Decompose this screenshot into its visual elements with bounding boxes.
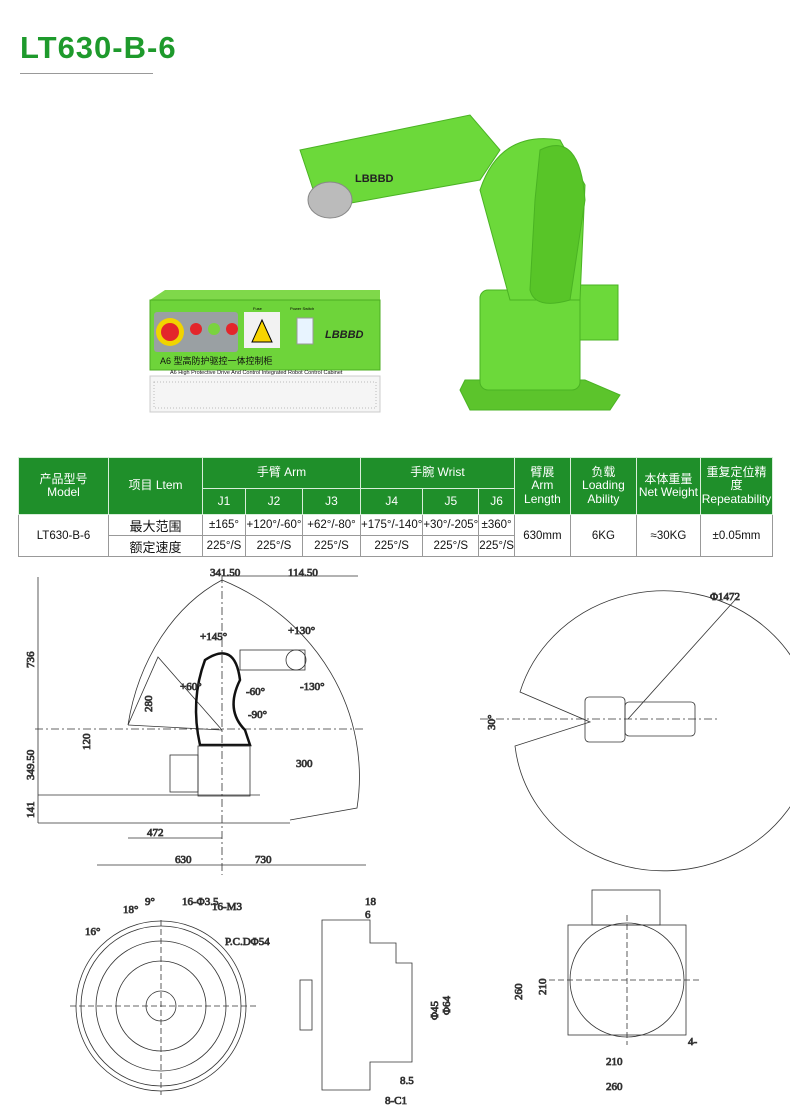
range-j2: +120°/-60° (245, 514, 303, 536)
dim-472: 472 (147, 827, 164, 839)
header-wrist: 手腕 Wrist (360, 457, 515, 489)
base-dim-210-v: 210 (537, 978, 549, 995)
flange-holes-1: 16-Φ3.5 (182, 896, 219, 908)
cabinet-title-cn: A6 型高防护驱控一体控制柜 (160, 355, 273, 366)
top-diameter: Φ1472 (710, 591, 740, 603)
header-j1: J1 (202, 488, 246, 515)
dim-341: 341.50 (210, 567, 241, 579)
base-dim-260-h: 260 (606, 1081, 623, 1093)
side-view-drawing: 341.50 114.50 736 280 120 349.50 141 300… (25, 567, 366, 875)
dim-630: 630 (175, 854, 192, 866)
speed-j6: 225°/S (478, 535, 515, 557)
repeatability-cell: ±0.05mm (699, 514, 774, 557)
header-j5: J5 (422, 488, 480, 515)
angle-neg60: -60° (246, 686, 265, 698)
dim-120: 120 (81, 733, 93, 750)
angle-neg130: -130° (300, 681, 325, 693)
top-view-drawing: Φ1472 30° (480, 590, 790, 872)
speed-j5: 225°/S (422, 535, 480, 557)
table-row: LT630-B-6 最大范围 ±165° +120°/-60° +62°/-80… (18, 514, 774, 557)
base-dim-260-v: 260 (513, 983, 525, 1000)
speed-j1: 225°/S (202, 535, 246, 557)
technical-drawings: 341.50 114.50 736 280 120 349.50 141 300… (25, 567, 790, 1107)
robot-arm: LBBBD (299, 114, 621, 411)
dim-736: 736 (25, 651, 37, 668)
cabinet-logo: LBBBD (325, 329, 364, 341)
range-j5: +30°/-205° (422, 514, 480, 536)
header-item: 项目 Ltem (108, 457, 203, 515)
flange-holes-2: 16-M3 (212, 901, 242, 913)
robot-logo: LBBBD (355, 173, 394, 185)
header-j3: J3 (302, 488, 361, 515)
section-c1: 8-C1 (385, 1095, 407, 1107)
range-j1: ±165° (202, 514, 246, 536)
base-holes: 4- (688, 1036, 698, 1048)
header-j2: J2 (245, 488, 303, 515)
section-d45: Φ45 (429, 1000, 441, 1020)
range-label: 最大范围 (108, 514, 203, 536)
dim-280: 280 (143, 695, 155, 712)
flange-section-drawing: 18 6 Φ45 Φ64 8.5 8-C1 (299, 896, 453, 1107)
angle-145: +145° (200, 631, 227, 643)
flange-front-drawing: 16° 18° 9° 16-Φ3.5 16-M3 P.C.DΦ54 (70, 896, 271, 1095)
dim-300: 300 (296, 758, 313, 770)
dim-349: 349.50 (25, 749, 37, 780)
angle-neg90: -90° (248, 709, 267, 721)
flange-angle-9: 9° (145, 896, 155, 908)
speed-j4: 225°/S (359, 535, 424, 557)
dim-141: 141 (25, 802, 37, 819)
weight-cell: ≈30KG (635, 514, 701, 557)
title-underline (20, 73, 153, 74)
top-angle: 30° (486, 715, 498, 730)
header-j6: J6 (478, 488, 515, 515)
flange-pcd: P.C.DΦ54 (225, 936, 270, 948)
product-photo: Fuse Power Switch LBBBD A6 型高防护驱控一体控制柜 A… (149, 114, 621, 413)
header-arm: 手臂 Arm (202, 457, 361, 489)
flange-angle-18: 18° (123, 904, 138, 916)
base-dim-210-h: 210 (606, 1056, 623, 1068)
section-8-5: 8.5 (400, 1075, 414, 1087)
table-row: 额定速度 225°/S 225°/S 225°/S 225°/S 225°/S … (19, 535, 773, 557)
range-j4: +175°/-140° (359, 514, 424, 536)
range-j3: +62°/-80° (302, 514, 361, 536)
model-cell: LT630-B-6 (18, 514, 109, 557)
dim-114: 114.50 (288, 567, 318, 579)
page-title: LT630-B-6 (20, 30, 177, 65)
cabinet-title-en: A6 High Protective Drive And Control Int… (170, 370, 343, 376)
section-d64: Φ64 (441, 995, 453, 1015)
speed-label: 额定速度 (108, 535, 203, 557)
control-cabinet: Fuse Power Switch LBBBD A6 型高防护驱控一体控制柜 A… (149, 290, 381, 413)
load-cell: 6KG (569, 514, 637, 557)
speed-j2: 225°/S (245, 535, 303, 557)
base-drawing: 260 210 210 260 4- (513, 889, 700, 1093)
section-6: 6 (365, 909, 371, 921)
angle-130: +130° (288, 625, 315, 637)
header-j4: J4 (359, 488, 424, 515)
arm-length-cell: 630mm (513, 514, 571, 557)
speed-j3: 225°/S (302, 535, 361, 557)
fuse-label: Fuse (253, 306, 263, 311)
range-j6: ±360° (478, 514, 515, 536)
flange-angle-16: 16° (85, 926, 100, 938)
section-18: 18 (365, 896, 377, 908)
power-switch-label: Power Switch (290, 306, 314, 311)
angle-60: +60° (180, 681, 202, 693)
dim-730: 730 (255, 854, 272, 866)
